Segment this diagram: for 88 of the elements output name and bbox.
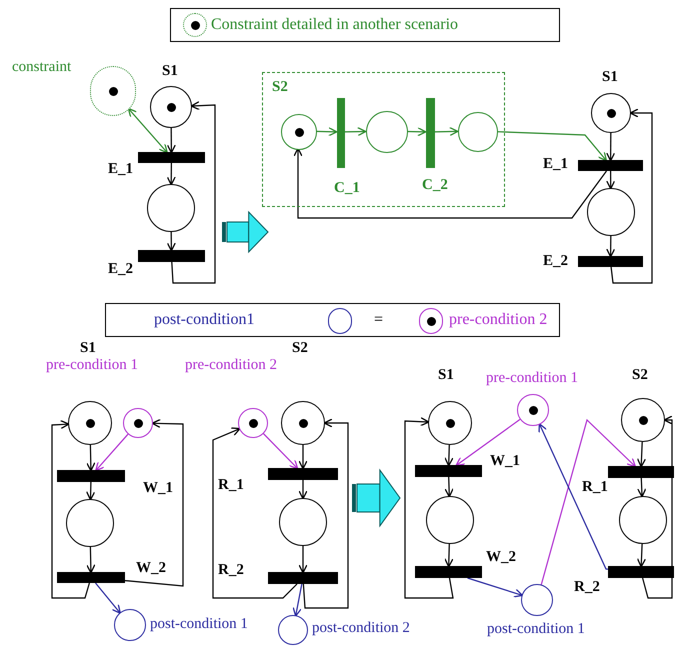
place-label: R_1 xyxy=(582,480,608,495)
arc-arrow xyxy=(51,420,90,599)
place-label: E_1 xyxy=(543,157,568,172)
place-label: post-condition 1 xyxy=(487,622,585,637)
arc-arrow xyxy=(538,423,608,570)
place-label: S1 xyxy=(80,341,96,356)
arc-arrow xyxy=(124,418,184,587)
arc-arrow xyxy=(636,544,646,568)
arc-arrow xyxy=(171,101,216,284)
arc-arrow xyxy=(637,478,646,498)
transition-bar xyxy=(138,152,205,163)
arc-arrow xyxy=(86,482,96,500)
arc-arrow xyxy=(166,163,176,186)
transition-bar xyxy=(578,256,643,267)
arc-arrow xyxy=(166,128,176,154)
place-label: R_1 xyxy=(218,478,244,493)
place-label: post-condition 1 xyxy=(150,617,248,632)
transition-bar xyxy=(268,572,338,584)
arc-arrow xyxy=(636,442,646,468)
arc-arrow xyxy=(263,433,298,470)
arc-arrow xyxy=(606,171,616,190)
place-label: E_1 xyxy=(108,162,134,177)
arc-arrow xyxy=(128,108,168,154)
transition-bar xyxy=(415,465,482,477)
transition-bar xyxy=(415,566,482,578)
place-label: post-condition 2 xyxy=(312,621,410,636)
place-label: C_2 xyxy=(422,178,448,193)
arc-arrow xyxy=(540,418,636,585)
arc-arrow xyxy=(610,108,653,284)
place-label: pre-condition 1 xyxy=(46,358,138,373)
equation-text: post-condition1 xyxy=(154,310,254,330)
place-label: W_1 xyxy=(143,481,173,496)
arc-arrow xyxy=(292,584,302,617)
place-label: S1 xyxy=(602,70,618,85)
arc-arrow xyxy=(344,127,366,136)
place-label: constraint xyxy=(12,60,72,75)
arc-arrow xyxy=(444,544,454,568)
place-label: W_2 xyxy=(486,550,516,565)
arc-arrow xyxy=(456,418,520,466)
arc-arrow xyxy=(406,127,426,136)
equals-sign: = xyxy=(374,310,384,330)
place-label: S1 xyxy=(162,64,178,79)
arc-arrow xyxy=(606,133,616,162)
arc-arrow xyxy=(95,434,128,472)
transition-bar xyxy=(608,466,674,478)
place-label: S2 xyxy=(292,341,308,356)
place-label: W_1 xyxy=(490,454,520,469)
transition-bar xyxy=(608,566,674,578)
place-label: S2 xyxy=(632,368,648,383)
arc-arrow xyxy=(298,445,308,470)
place-label: R_2 xyxy=(218,563,244,578)
arc-arrow xyxy=(293,148,607,219)
arc-arrow xyxy=(316,127,338,136)
arc-arrow xyxy=(298,480,308,500)
arc-arrow xyxy=(444,444,454,466)
arc-arrow xyxy=(444,476,454,498)
arc-arrow xyxy=(302,418,349,609)
transition-bar xyxy=(578,160,643,171)
arc-arrow xyxy=(86,546,96,574)
arc-arrow xyxy=(212,427,298,599)
arc-arrow xyxy=(606,236,616,258)
arc-arrow xyxy=(166,232,176,252)
place-label: R_2 xyxy=(574,580,600,595)
place-label: S2 xyxy=(272,80,288,95)
arc-arrow xyxy=(642,415,673,599)
arc-arrow xyxy=(95,582,121,614)
place-label: pre-condition 1 xyxy=(486,371,578,386)
transition-bar xyxy=(337,98,345,168)
legend-text: Constraint detailed in another scenario xyxy=(211,15,458,35)
arc-arrow xyxy=(434,126,458,136)
place-label: pre-condition 2 xyxy=(185,358,278,373)
arc-arrow xyxy=(404,417,454,599)
transition-bar xyxy=(426,98,435,168)
transition-bar xyxy=(268,468,338,480)
transition-bar xyxy=(138,250,205,262)
place-label: W_2 xyxy=(136,561,166,576)
arc-arrow xyxy=(86,444,96,472)
equation-text: pre-condition 2 xyxy=(449,310,548,330)
place-label: C_1 xyxy=(334,181,360,196)
place-label: S1 xyxy=(438,368,454,383)
arc-arrow xyxy=(467,577,524,598)
subnet-dashed-frame xyxy=(262,72,505,207)
place-label: E_2 xyxy=(543,254,568,269)
transition-bar xyxy=(57,470,125,482)
transition-bar xyxy=(57,572,125,583)
arc-arrow xyxy=(298,546,308,574)
place-label: E_2 xyxy=(108,262,134,277)
arc-arrow xyxy=(496,131,608,162)
